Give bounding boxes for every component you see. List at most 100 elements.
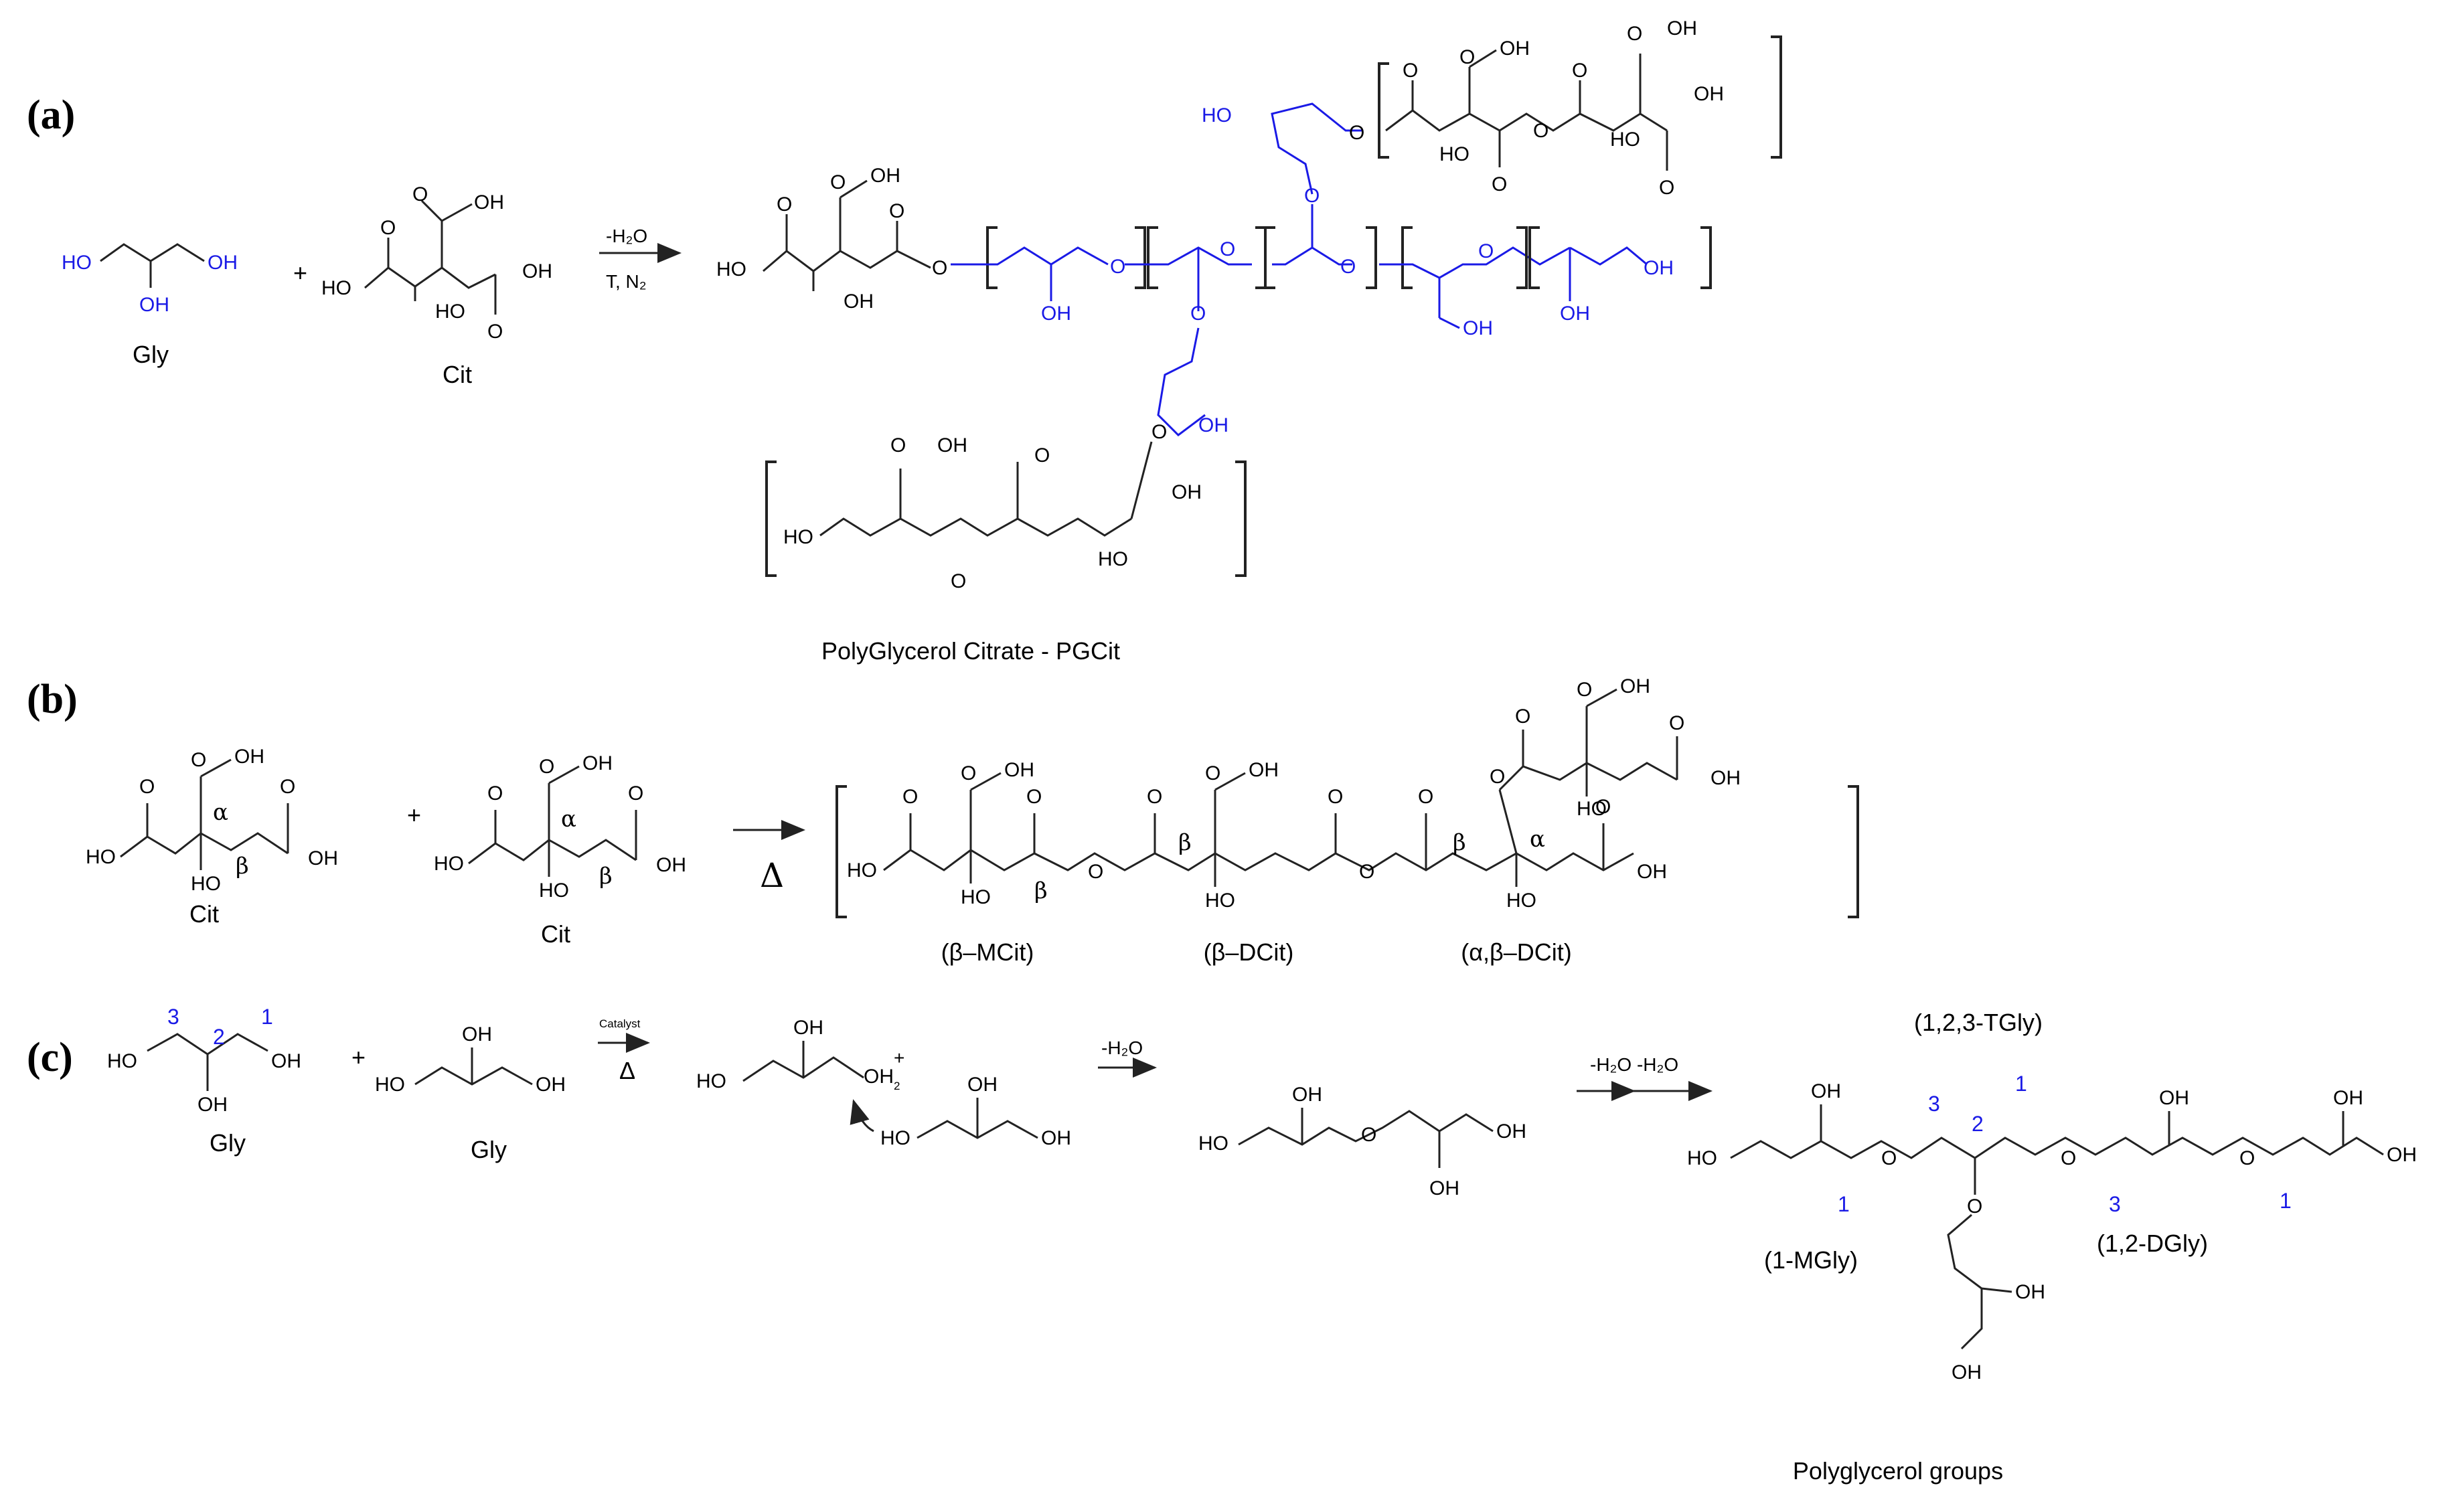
olig-oh-end: OH xyxy=(1637,861,1667,883)
panel-b-cit-1: HO O O OH α β HO O OH Cit xyxy=(86,746,338,928)
glycerol-structure: HO OH OH Gly xyxy=(62,243,238,368)
pg-pos-1-dgly: 1 xyxy=(2280,1189,2292,1213)
panel-b-label: (b) xyxy=(27,677,78,722)
attack-arrow xyxy=(850,1099,874,1132)
panel-c-label: (c) xyxy=(27,1035,73,1080)
pgcit-cooh-top xyxy=(840,179,868,199)
pgcit-bottom-o-2: O xyxy=(1034,444,1050,467)
pgcit-bottom-glycerol xyxy=(1157,327,1206,436)
att-gly-oh-top: OH xyxy=(967,1074,998,1096)
pgcit-ho-end: HO xyxy=(716,258,746,280)
pgcit-unit1-oh: OH xyxy=(1041,303,1071,325)
protonated-glycerol: HO OH OH 2 + xyxy=(696,1017,904,1132)
cit2-cooh xyxy=(548,765,580,784)
diglycerol-oh-top: OH xyxy=(1292,1084,1322,1106)
cit2-o1: O xyxy=(487,782,503,805)
pgcit-o-1: O xyxy=(777,193,792,216)
pg-oh-branch: OH xyxy=(2015,1281,2045,1303)
pgcit-top-o-3: O xyxy=(1492,173,1507,195)
pg-oh-end: OH xyxy=(2387,1144,2417,1166)
c-gly2-oh: OH xyxy=(536,1074,566,1096)
cit2-ho: HO xyxy=(434,853,464,875)
diglycerol-oh-low: OH xyxy=(1429,1177,1459,1199)
olig-oh-top-1: OH xyxy=(1004,759,1034,781)
olig-o-top-3: O xyxy=(1669,712,1684,734)
plus-sign-c: + xyxy=(351,1043,366,1071)
cit2-o3: O xyxy=(628,782,643,805)
polyglycerol-structure: (1,2,3-TGly) HO OH O O OH O OH OH O OH O… xyxy=(1687,1009,2417,1485)
citric-backbone xyxy=(364,266,496,289)
pgcit-bottom-link xyxy=(1130,441,1153,519)
panel-c: (c) HO OH OH 3 2 1 Gly + HO OH OH Gly Ca… xyxy=(27,1005,2417,1485)
pg-pos-3-dgly: 3 xyxy=(2109,1192,2121,1216)
pgcit-bottom-oh: OH xyxy=(1198,414,1228,436)
citric-oh-right: OH xyxy=(522,260,552,282)
olig-o-8: O xyxy=(1595,796,1611,818)
pg-o-2: O xyxy=(2061,1147,2076,1169)
pgcit-structure: HO O O OH OH O O OH O O O O O xyxy=(716,17,1782,665)
pg-oh-top-2: OH xyxy=(2159,1087,2189,1109)
pg-pos-3: 3 xyxy=(1928,1092,1940,1116)
pgcit-unit5-oh: OH xyxy=(1560,303,1590,325)
olig-top-branch xyxy=(1498,762,1678,791)
bracket-2-open xyxy=(1147,226,1158,289)
olig-o-2: O xyxy=(961,762,976,784)
bracket-3-close xyxy=(1366,226,1377,289)
prot-gly-sub2: 2 xyxy=(894,1080,900,1092)
pgcit-caption: PolyGlycerol Citrate - PGCit xyxy=(821,637,1120,665)
bracket-top-close xyxy=(1771,35,1782,159)
cit1-o2: O xyxy=(191,749,206,771)
cit1-oh1: OH xyxy=(234,746,264,768)
bracket-top-open xyxy=(1378,62,1389,159)
pg-pos-1-mgly: 1 xyxy=(1838,1192,1850,1216)
pgcit-unit3-o: O xyxy=(1340,256,1356,278)
olig-o-top-2: O xyxy=(1577,679,1592,701)
pgcit-bottom-dicitrate xyxy=(819,517,1132,537)
polyglycerol-caption: Polyglycerol groups xyxy=(1793,1457,2003,1485)
c-gly1-pos2: 2 xyxy=(213,1025,225,1049)
olig-o-top-1: O xyxy=(1515,705,1530,728)
delta-b: Δ xyxy=(760,856,784,895)
pg-branch-oh-bond xyxy=(1981,1287,2012,1293)
pgcit-oh-low: OH xyxy=(844,290,874,313)
olig-oh-top-4: OH xyxy=(1711,767,1741,789)
pgcit-bottom-ho-1: HO xyxy=(783,526,813,548)
cit1-o3: O xyxy=(280,776,295,798)
plus-sign-b: + xyxy=(407,801,421,829)
pgcit-bottom-o: O xyxy=(1151,421,1167,443)
cit2-beta: β xyxy=(599,863,613,890)
pgcit-unit4-oh: OH xyxy=(1463,317,1493,339)
citric-acid-structure: HO O O OH HO OH O Cit xyxy=(321,183,552,388)
panel-a-label: (a) xyxy=(27,92,75,138)
pgcit-top-o-4: O xyxy=(1572,60,1587,82)
pgcit-top-o-6: O xyxy=(1659,177,1674,199)
prot-gly-oh-top: OH xyxy=(793,1017,823,1039)
prot-gly-ho: HO xyxy=(696,1070,726,1092)
cit2-caption: Cit xyxy=(541,920,570,948)
bracket-1-close xyxy=(1135,226,1146,289)
prot-gly-oh2: OH xyxy=(864,1066,894,1088)
olig-cooh-2b xyxy=(1214,772,1246,791)
olig-o-7: O xyxy=(1418,786,1433,808)
water-c-2: -H₂O -H₂O xyxy=(1590,1054,1678,1075)
reaction-arrow-a: -H₂O T, N₂ xyxy=(599,226,682,292)
olig-ho-end: HO xyxy=(847,859,877,881)
olig-alpha: α xyxy=(1530,826,1545,853)
condition-water-a: -H₂O xyxy=(606,226,647,246)
cit1-ho2: HO xyxy=(191,873,221,895)
olig-top-cooh-b xyxy=(1586,688,1617,707)
pgcit-top-oh-3: OH xyxy=(1694,83,1724,105)
pgcit-top-o-5: O xyxy=(1627,23,1642,45)
diglycerol-oh-end: OH xyxy=(1496,1120,1526,1143)
pg-oh-top-3: OH xyxy=(2333,1087,2363,1109)
olig-branch xyxy=(1498,789,1518,854)
pgcit-top-o-1: O xyxy=(1403,60,1418,82)
pgcit-top-dicitrate xyxy=(1385,109,1668,132)
pg-pos-1: 1 xyxy=(2015,1072,2027,1096)
citric-co-top xyxy=(420,199,443,222)
c-gly1-oh: OH xyxy=(271,1050,301,1072)
cit1-oh2: OH xyxy=(308,847,338,869)
citric-ho-left: HO xyxy=(321,277,351,299)
attacking-glycerol: HO OH OH xyxy=(880,1074,1071,1149)
